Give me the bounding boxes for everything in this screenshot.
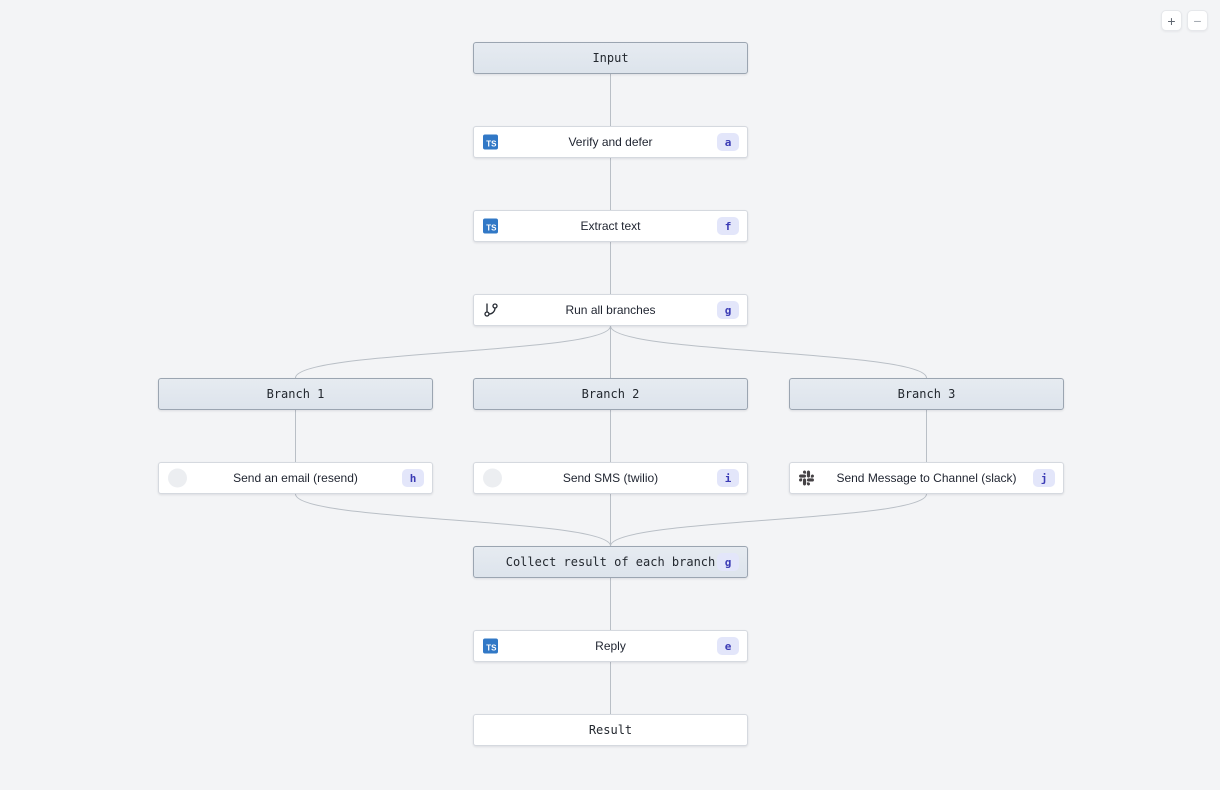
step-badge: f bbox=[717, 217, 739, 235]
node-label: Send an email (resend) bbox=[233, 471, 358, 485]
zoom-in-button[interactable]: + bbox=[1161, 10, 1182, 31]
node-label: Verify and defer bbox=[568, 135, 653, 149]
typescript-icon: TS bbox=[483, 218, 498, 234]
typescript-icon: TS bbox=[483, 134, 498, 150]
step-badge: g bbox=[717, 553, 739, 571]
step-badge: j bbox=[1033, 469, 1055, 487]
edge-runall-branch1 bbox=[295, 325, 611, 379]
git-branch-icon bbox=[483, 302, 499, 318]
node-label: Branch 1 bbox=[266, 387, 325, 401]
edge-email-collect bbox=[295, 493, 611, 547]
node-branch-3[interactable]: Branch 3 bbox=[789, 378, 1064, 410]
node-label: Extract text bbox=[580, 219, 641, 233]
resend-icon bbox=[168, 468, 187, 488]
node-send-email-resend[interactable]: Send an email (resend) h bbox=[158, 462, 433, 494]
step-badge: a bbox=[717, 133, 739, 151]
node-label: Reply bbox=[595, 639, 626, 653]
node-result[interactable]: Result bbox=[473, 714, 748, 746]
node-label: Collect result of each branch bbox=[505, 555, 716, 569]
node-label: Send Message to Channel (slack) bbox=[836, 471, 1017, 485]
node-collect-result[interactable]: Collect result of each branch g bbox=[473, 546, 748, 578]
plus-icon: + bbox=[1167, 12, 1176, 29]
node-label: Run all branches bbox=[565, 303, 656, 317]
step-badge: i bbox=[717, 469, 739, 487]
node-label: Send SMS (twilio) bbox=[562, 471, 659, 485]
node-label: Result bbox=[588, 723, 633, 737]
node-branch-2[interactable]: Branch 2 bbox=[473, 378, 748, 410]
twilio-icon bbox=[483, 468, 502, 488]
node-label: Branch 3 bbox=[897, 387, 956, 401]
slack-icon bbox=[799, 470, 814, 486]
zoom-controls: + − bbox=[1161, 10, 1208, 31]
node-send-sms-twilio[interactable]: Send SMS (twilio) i bbox=[473, 462, 748, 494]
minus-icon: − bbox=[1193, 12, 1202, 29]
edge-runall-branch3 bbox=[610, 325, 927, 379]
node-reply[interactable]: TS Reply e bbox=[473, 630, 748, 662]
edge-slack-collect bbox=[610, 493, 927, 547]
step-badge: h bbox=[402, 469, 424, 487]
node-branch-1[interactable]: Branch 1 bbox=[158, 378, 433, 410]
node-input[interactable]: Input bbox=[473, 42, 748, 74]
step-badge: e bbox=[717, 637, 739, 655]
zoom-out-button[interactable]: − bbox=[1187, 10, 1208, 31]
node-verify-and-defer[interactable]: TS Verify and defer a bbox=[473, 126, 748, 158]
step-badge: g bbox=[717, 301, 739, 319]
node-run-all-branches[interactable]: Run all branches g bbox=[473, 294, 748, 326]
node-send-message-slack[interactable]: Send Message to Channel (slack) j bbox=[789, 462, 1064, 494]
typescript-icon: TS bbox=[483, 638, 498, 654]
node-label: Input bbox=[592, 51, 629, 65]
node-extract-text[interactable]: TS Extract text f bbox=[473, 210, 748, 242]
node-label: Branch 2 bbox=[581, 387, 640, 401]
